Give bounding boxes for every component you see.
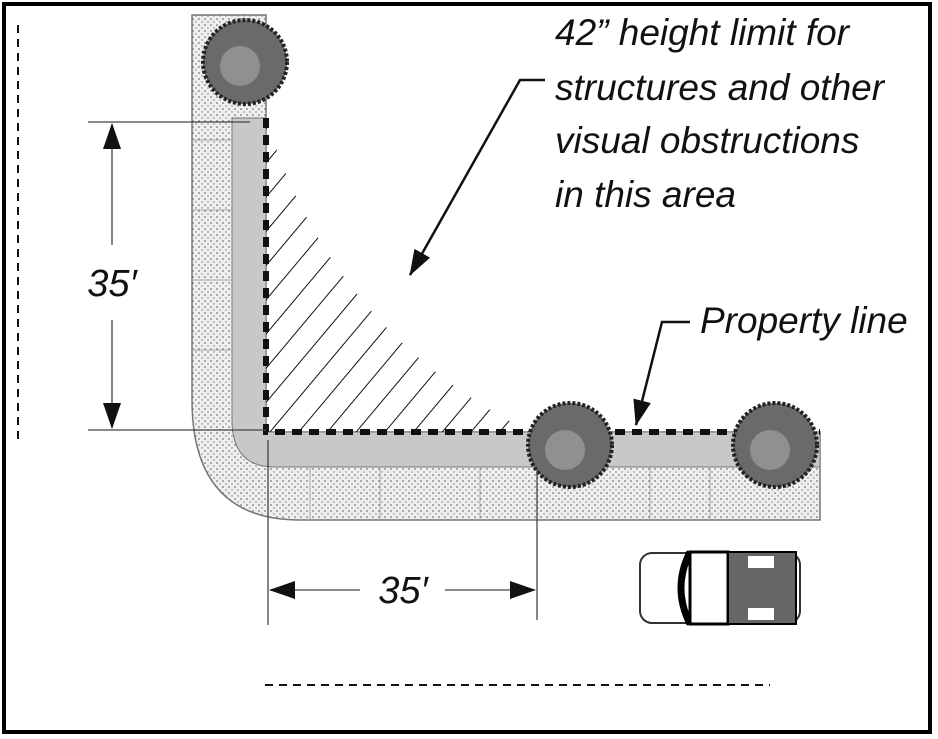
pickup-truck-icon	[639, 550, 801, 626]
vertical-dimension-label: 35′	[87, 263, 138, 305]
property-line-label: Property line	[700, 300, 908, 341]
tree-icon	[526, 401, 614, 489]
restricted-visibility-area	[266, 118, 530, 432]
property-line	[263, 118, 820, 435]
annotation-leader-arrow	[408, 78, 545, 276]
horizontal-dimension-label: 35′	[378, 570, 429, 612]
vertical-dimension	[88, 121, 266, 431]
sidewalk-joints	[192, 139, 711, 520]
property-line-leader-arrow	[633, 320, 690, 426]
horizontal-dimension	[267, 440, 538, 625]
height-limit-annotation: 42” height limit for structures and othe…	[555, 12, 894, 215]
tree-icon	[731, 401, 819, 489]
tree-icon	[201, 18, 289, 106]
